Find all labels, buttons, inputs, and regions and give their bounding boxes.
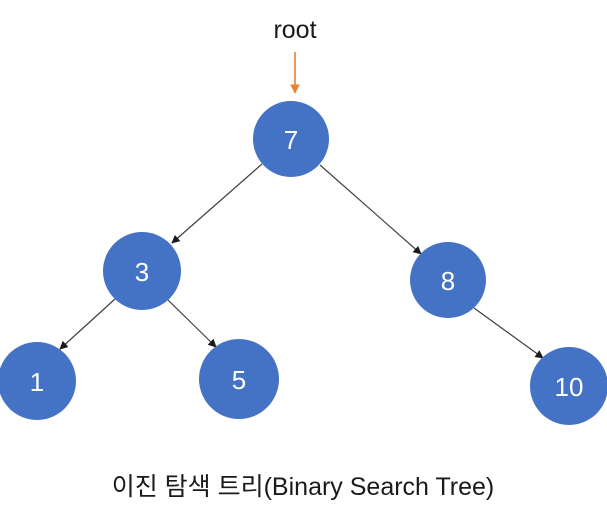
node-circle-3[interactable] xyxy=(103,232,181,310)
node-circle-1[interactable] xyxy=(0,342,76,420)
node-label-7: 7 xyxy=(284,125,298,155)
diagram-caption: 이진 탐색 트리(Binary Search Tree) xyxy=(112,473,495,501)
node-label-1: 1 xyxy=(30,367,44,397)
root-pointer: root xyxy=(273,16,317,94)
node-label-10: 10 xyxy=(555,372,584,402)
node-label-8: 8 xyxy=(441,266,455,296)
node-circle-5[interactable] xyxy=(199,339,279,419)
node-circle-7[interactable] xyxy=(253,101,329,177)
tree-node-3[interactable]: 3 xyxy=(103,232,181,310)
tree-node-8[interactable]: 8 xyxy=(410,242,486,318)
tree-node-5[interactable]: 5 xyxy=(199,339,279,419)
node-circle-8[interactable] xyxy=(410,242,486,318)
node-label-3: 3 xyxy=(135,257,149,287)
edge-7-to-3 xyxy=(171,163,263,244)
edge-3-to-1 xyxy=(59,298,116,350)
tree-nodes: 7 3 8 1 5 10 xyxy=(0,101,607,425)
node-label-5: 5 xyxy=(232,365,246,395)
edge-3-to-5 xyxy=(167,299,217,348)
edge-8-to-10 xyxy=(473,307,544,359)
tree-node-1[interactable]: 1 xyxy=(0,342,76,420)
node-circle-10[interactable] xyxy=(530,347,607,425)
edge-7-to-8 xyxy=(319,164,422,255)
tree-edges xyxy=(59,163,544,359)
root-label: root xyxy=(273,16,316,44)
tree-node-10[interactable]: 10 xyxy=(530,347,607,425)
tree-node-7[interactable]: 7 xyxy=(253,101,329,177)
